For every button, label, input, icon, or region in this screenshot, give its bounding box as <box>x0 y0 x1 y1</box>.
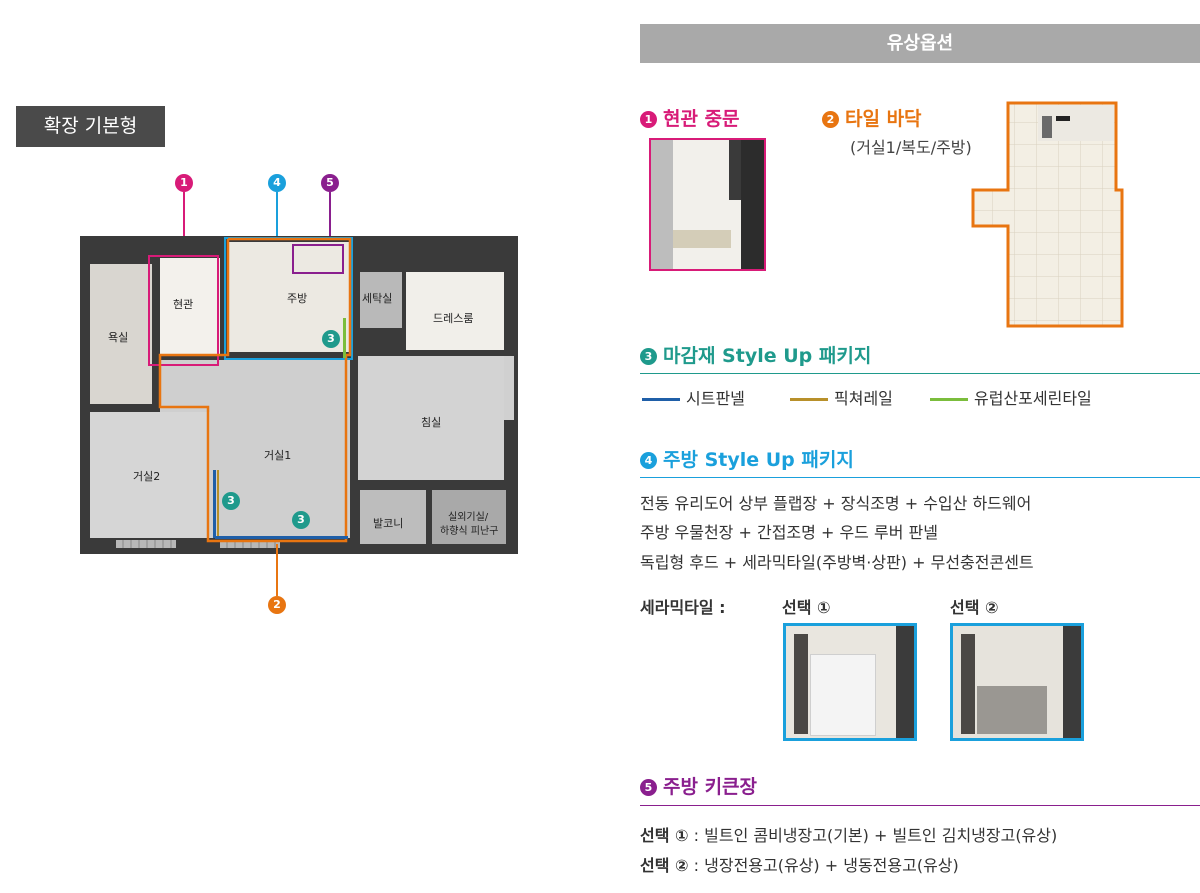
balcony-area <box>360 490 426 544</box>
legend-label-sheet-panel: 시트판넬 <box>686 389 745 408</box>
room-label-kitchen: 주방 <box>287 292 308 305</box>
opt5-line-2: 선택 ② : 냉장전용고(유상) + 냉동전용고(유상) <box>640 852 959 880</box>
entrance-area <box>160 258 220 354</box>
opt3-divider <box>640 373 1200 374</box>
tall-cabinet-highlight <box>292 244 344 274</box>
marker-3-kitchen: 3 <box>322 330 340 348</box>
opt5-line-2-choice: 선택 ② <box>640 856 689 875</box>
opt3-title-text: 마감재 Style Up 패키지 <box>663 345 872 367</box>
opt5-line-1-text: : 빌트인 콤비냉장고(기본) + 빌트인 김치냉장고(유상) <box>688 826 1058 845</box>
opt5-line-1: 선택 ① : 빌트인 콤비냉장고(기본) + 빌트인 김치냉장고(유상) <box>640 822 1057 850</box>
ceramic-tile-label: 세라믹타일 : <box>640 598 726 617</box>
opt3-number: 3 <box>640 348 657 365</box>
entrance-door-highlight <box>148 255 219 366</box>
room-label-bedroom: 침실 <box>421 416 442 429</box>
ceramic-choice-2-image <box>950 623 1084 741</box>
room-label-balcony: 발코니 <box>373 517 404 530</box>
opt2-title: 2 타일 바닥 <box>822 104 922 131</box>
plan-type-tag: 확장 기본형 <box>16 106 165 147</box>
sheet-panel-line-horizontal <box>215 536 348 539</box>
opt5-number: 5 <box>640 779 657 796</box>
marker-1-leader <box>183 192 185 254</box>
picture-rail-line <box>217 470 219 538</box>
opt5-title: 5 주방 키큰장 <box>640 772 757 799</box>
bedroom-area <box>358 356 504 480</box>
porcelain-tile-line <box>343 318 346 358</box>
marker-2: 2 <box>268 596 286 614</box>
ceramic-choice-1-image <box>783 623 917 741</box>
laundry-area <box>360 272 402 328</box>
room-label-outdoor-1: 실외기실/ <box>448 512 489 523</box>
opt4-divider <box>640 477 1200 478</box>
opt5-title-text: 주방 키큰장 <box>663 776 758 798</box>
room-label-dressroom: 드레스룸 <box>433 312 474 325</box>
room-label-bathroom: 욕실 <box>108 331 129 344</box>
ceramic-choice-2-label: 선택 ② <box>950 598 999 617</box>
opt5-line-2-text: : 냉장전용고(유상) + 냉동전용고(유상) <box>688 856 959 875</box>
window-strip-right <box>504 356 514 420</box>
tile-floor-image <box>971 101 1124 328</box>
marker-3-living-wall: 3 <box>222 492 240 510</box>
ceramic-choice-1-label: 선택 ① <box>782 598 831 617</box>
opt1-number: 1 <box>640 111 657 128</box>
room-label-outdoor-2: 하향식 피난구 <box>440 526 499 537</box>
legend-swatch-picture-rail <box>790 398 828 401</box>
marker-3-living-floor: 3 <box>292 511 310 529</box>
outdoor-unit-area <box>432 490 506 544</box>
entrance-door-image <box>649 138 766 271</box>
room-label-living1: 거실1 <box>264 449 292 462</box>
marker-5: 5 <box>321 174 339 192</box>
legend-swatch-porcelain-tile <box>930 398 968 401</box>
opt4-line-3: 독립형 후드 + 세라믹타일(주방벽·상판) + 무선충전콘센트 <box>640 553 1034 572</box>
window-strip-left <box>116 540 176 548</box>
legend-swatch-sheet-panel <box>642 398 680 401</box>
marker-4-leader <box>276 192 278 237</box>
dressroom-area <box>406 272 504 350</box>
legend-label-picture-rail: 픽쳐레일 <box>834 389 893 408</box>
floor-plan <box>80 236 518 554</box>
marker-1: 1 <box>175 174 193 192</box>
opt5-line-1-choice: 선택 ① <box>640 826 689 845</box>
opt4-number: 4 <box>640 452 657 469</box>
tile-floor-outline <box>158 237 352 543</box>
marker-4: 4 <box>268 174 286 192</box>
bathroom-area <box>90 264 152 404</box>
marker-2-leader <box>276 544 278 596</box>
opt2-title-text: 타일 바닥 <box>845 108 922 130</box>
opt4-title: 4 주방 Style Up 패키지 <box>640 445 854 472</box>
opt5-divider <box>640 805 1200 806</box>
marker-5-leader <box>329 192 331 244</box>
sheet-panel-line-vertical <box>213 470 216 538</box>
opt3-title: 3 마감재 Style Up 패키지 <box>640 341 871 368</box>
room-label-laundry: 세탁실 <box>362 292 393 305</box>
opt1-title-text: 현관 중문 <box>663 108 740 130</box>
opt2-number: 2 <box>822 111 839 128</box>
legend-label-porcelain-tile: 유럽산포세린타일 <box>974 389 1092 408</box>
opt4-line-1: 전동 유리도어 상부 플랩장 + 장식조명 + 수입산 하드웨어 <box>640 494 1032 513</box>
opt2-subtitle: (거실1/복도/주방) <box>850 138 972 157</box>
room-label-living2: 거실2 <box>133 470 161 483</box>
options-header: 유상옵션 <box>640 24 1200 63</box>
opt4-line-2: 주방 우물천장 + 간접조명 + 우드 루버 판넬 <box>640 523 938 542</box>
window-strip-mid <box>220 540 280 548</box>
living2-area <box>90 412 210 538</box>
opt4-title-text: 주방 Style Up 패키지 <box>663 449 854 471</box>
room-label-entrance: 현관 <box>173 298 194 311</box>
opt1-title: 1 현관 중문 <box>640 104 740 131</box>
